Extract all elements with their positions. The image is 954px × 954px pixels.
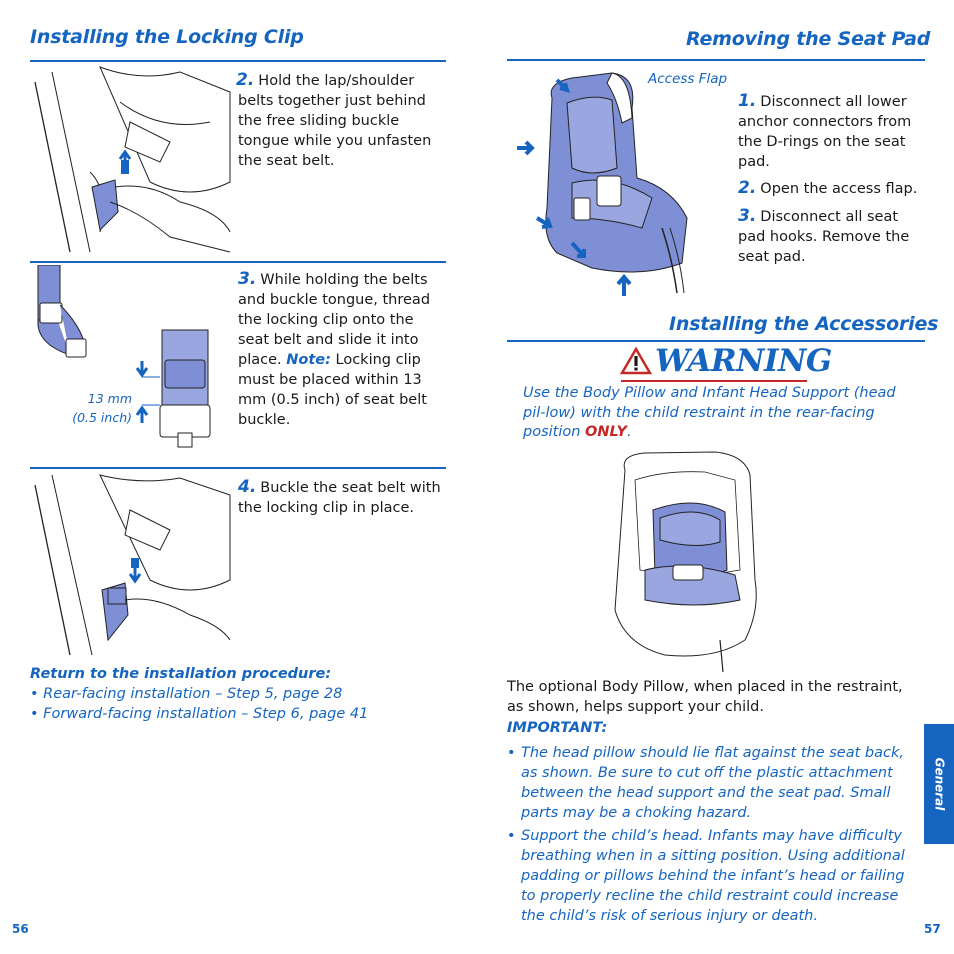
illustration-step-4: [30, 470, 235, 660]
warning-only: ONLY: [585, 424, 627, 440]
illustration-body-pillow: [605, 450, 765, 672]
note-label: Note:: [286, 352, 331, 368]
return-to-installation: Return to the installation procedure: • …: [30, 664, 450, 724]
step-number: 3.: [238, 269, 257, 289]
step-4-text: 4.Buckle the seat belt with the locking …: [238, 477, 441, 516]
section-title-removing-seat-pad: Removing the Seat Pad: [686, 28, 931, 50]
step-number: 2.: [236, 70, 255, 90]
section-title-locking-clip: Installing the Locking Clip: [30, 26, 304, 48]
list-item: Support the child’s head. Infants may ha…: [507, 826, 922, 926]
measure-label: 13 mm (0.5 inch): [72, 391, 132, 425]
illustration-step-3: [30, 265, 235, 461]
return-item-forward-facing: • Forward-facing installation – Step 6, …: [30, 706, 369, 722]
warning-triangle-icon: [620, 347, 652, 375]
divider: [507, 340, 925, 342]
body-pillow-description: The optional Body Pillow, when placed in…: [507, 679, 903, 715]
section-tab-general[interactable]: General: [924, 724, 954, 844]
step-3-text: 3.While holding the belts and buckle ton…: [238, 269, 431, 428]
step-number: 2.: [738, 178, 757, 198]
return-heading: Return to the installation procedure:: [30, 666, 332, 682]
divider: [30, 60, 446, 62]
step-3-text: 3.Disconnect all seat pad hooks. Remove …: [738, 206, 910, 265]
step-number: 3.: [738, 206, 757, 226]
divider: [30, 261, 446, 263]
divider: [507, 59, 925, 61]
step-2-text: 2.Hold the lap/shoulder belts together j…: [236, 70, 432, 169]
step-2-text: 2.Open the access flap.: [738, 178, 918, 198]
tab-label: General: [932, 757, 946, 811]
step-number: 4.: [238, 477, 257, 497]
warning-title: WARNING: [655, 343, 832, 379]
warning-underline: [621, 380, 807, 382]
important-label: IMPORTANT:: [507, 720, 608, 736]
page-number-left: 56: [12, 922, 29, 936]
important-list: The head pillow should lie flat against …: [507, 743, 922, 929]
step-number: 1.: [738, 91, 757, 111]
warning-header: WARNING: [620, 343, 832, 379]
access-flap-label: Access Flap: [648, 71, 728, 87]
list-item: The head pillow should lie flat against …: [507, 743, 922, 823]
section-title-accessories: Installing the Accessories: [669, 313, 939, 335]
step-1-text: 1.Disconnect all lower anchor connectors…: [738, 91, 912, 170]
divider: [30, 467, 446, 469]
illustration-step-2: [30, 62, 235, 258]
return-item-rear-facing: • Rear-facing installation – Step 5, pag…: [30, 686, 343, 702]
warning-text: Use the Body Pillow and Infant Head Supp…: [523, 385, 896, 440]
page-number-right: 57: [924, 922, 941, 936]
illustration-seat-pad: [512, 68, 712, 298]
